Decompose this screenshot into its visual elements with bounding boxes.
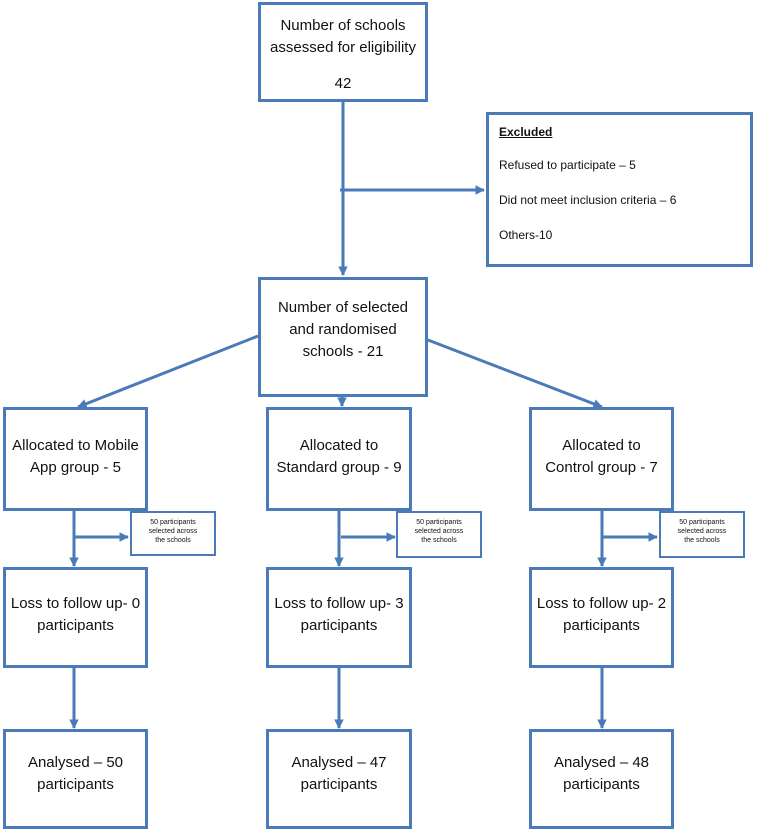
excluded-title: Excluded (499, 125, 553, 139)
analysed-standard-line-2: participants (300, 776, 378, 793)
selected-control-line-1: 50 participants (679, 519, 725, 526)
analysed-control-box: Analysed – 48 participants (529, 729, 674, 829)
allocated-mobile-box: Allocated to Mobile App group - 5 (3, 407, 148, 511)
selected-mobile-line-2: selected across (148, 528, 198, 535)
allocated-mobile-line-2: App group - 5 (30, 459, 121, 476)
allocated-control-line-2: Control group - 7 (545, 459, 658, 476)
randomised-box: Number of selected and randomised school… (258, 277, 428, 397)
loss-standard-line-1: Loss to follow up- 3 (274, 595, 404, 612)
excluded-criteria: Did not meet inclusion criteria – 6 (499, 193, 677, 207)
analysed-mobile-line-2: participants (37, 776, 114, 793)
analysed-control-line-2: participants (563, 776, 640, 793)
allocated-standard-box: Allocated to Standard group - 9 (266, 407, 412, 511)
allocated-control-box: Allocated to Control group - 7 (529, 407, 674, 511)
loss-mobile-box: Loss to follow up- 0 participants (3, 567, 148, 668)
analysed-mobile-box: Analysed – 50 participants (3, 729, 148, 829)
assessed-box: Number of schools assessed for eligibili… (258, 2, 428, 102)
arrow-to-group-control (427, 338, 603, 409)
selected-mobile-box: 50 participants selected across the scho… (130, 511, 216, 556)
selected-control-box: 50 participants selected across the scho… (659, 511, 745, 558)
allocated-standard-line-1: Allocated to (299, 437, 379, 454)
excluded-box: Excluded Refused to participate – 5 Did … (486, 112, 753, 267)
assessed-line-1: Number of schools (280, 17, 406, 34)
allocated-control-line-1: Allocated to (562, 437, 641, 454)
randomised-line-2: and randomised (289, 321, 397, 338)
selected-standard-box: 50 participants selected across the scho… (396, 511, 482, 558)
allocated-mobile-line-1: Allocated to Mobile (12, 437, 139, 454)
randomised-line-3: schools - 21 (302, 343, 384, 360)
selected-standard-line-1: 50 participants (416, 519, 462, 526)
selected-standard-line-3: the schools (421, 537, 457, 544)
assessed-line-2: assessed for eligibility (270, 39, 416, 56)
allocated-standard-line-2: Standard group - 9 (276, 459, 402, 476)
loss-mobile-line-1: Loss to follow up- 0 (10, 595, 141, 612)
selected-mobile-line-1: 50 participants (150, 519, 196, 526)
analysed-mobile-line-1: Analysed – 50 (27, 754, 124, 771)
selected-control-line-3: the schools (684, 537, 720, 544)
excluded-refused: Refused to participate – 5 (499, 158, 636, 172)
analysed-standard-line-1: Analysed – 47 (291, 754, 387, 771)
selected-mobile-line-3: the schools (155, 537, 191, 544)
loss-control-line-1: Loss to follow up- 2 (536, 595, 667, 612)
loss-control-box: Loss to follow up- 2 participants (529, 567, 674, 668)
loss-standard-line-2: participants (300, 617, 378, 634)
arrow-to-group-mobile (77, 334, 259, 409)
loss-standard-box: Loss to follow up- 3 participants (266, 567, 412, 668)
selected-standard-line-2: selected across (414, 528, 464, 535)
analysed-control-line-1: Analysed – 48 (553, 754, 650, 771)
excluded-others: Others-10 (499, 228, 553, 242)
loss-control-line-2: participants (563, 617, 640, 634)
loss-mobile-line-2: participants (37, 617, 114, 634)
assessed-count: 42 (334, 75, 352, 92)
randomised-line-1: Number of selected (277, 299, 409, 316)
analysed-standard-box: Analysed – 47 participants (266, 729, 412, 829)
selected-control-line-2: selected across (677, 528, 727, 535)
